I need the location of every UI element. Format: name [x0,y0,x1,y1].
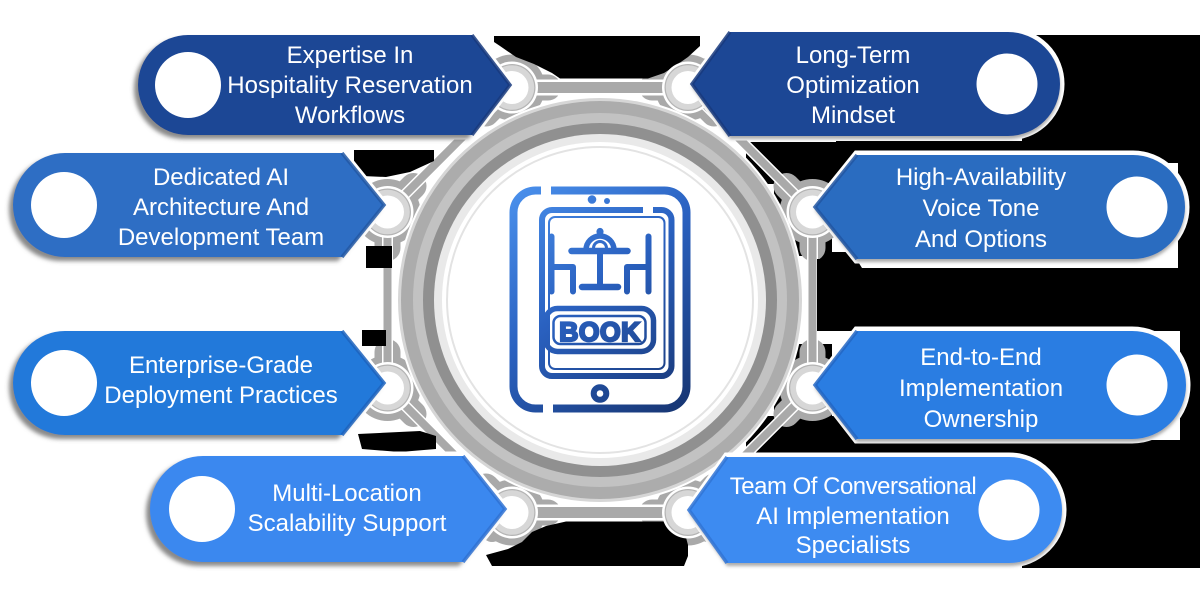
svg-text:Expertise In: Expertise In [287,42,414,69]
svg-text:End-to-End: End-to-End [920,344,1041,371]
svg-text:Specialists: Specialists [796,532,911,559]
svg-text:Ownership: Ownership [924,406,1039,433]
svg-text:Mindset: Mindset [811,102,895,129]
svg-text:Dedicated AI: Dedicated AI [153,164,289,191]
svg-text:And Options: And Options [915,226,1047,253]
svg-text:Scalability Support: Scalability Support [248,510,447,537]
svg-text:Enterprise-Grade: Enterprise-Grade [129,352,313,379]
svg-text:AI Implementation: AI Implementation [756,503,949,530]
svg-text:Implementation: Implementation [899,375,1063,402]
svg-text:Optimization: Optimization [786,72,919,99]
svg-text:Team Of Conversational: Team Of Conversational [730,473,976,500]
svg-text:Deployment Practices: Deployment Practices [104,382,337,409]
svg-text:High-Availability: High-Availability [896,164,1066,191]
svg-text:Architecture And: Architecture And [133,194,309,221]
svg-text:Long-Term: Long-Term [796,42,911,69]
svg-text:Workflows: Workflows [295,102,405,129]
svg-text:Development Team: Development Team [118,224,324,251]
svg-text:BOOK: BOOK [559,317,641,347]
svg-text:Hospitality Reservation: Hospitality Reservation [227,72,472,99]
svg-text:Voice Tone: Voice Tone [923,195,1040,222]
svg-text:Multi-Location: Multi-Location [272,480,421,507]
